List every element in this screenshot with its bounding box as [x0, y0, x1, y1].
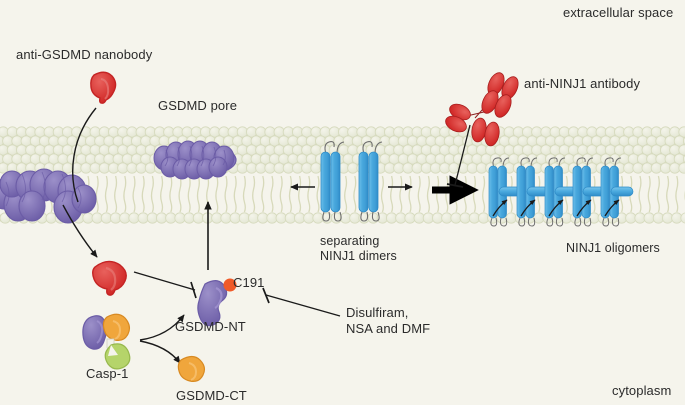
ninj1-oligomer-group — [488, 157, 634, 227]
ninj1-oligomer-unit — [600, 157, 634, 227]
drugs-label-line1: Disulfiram, — [346, 305, 409, 320]
anti-gsdmd-nanobody-top — [90, 71, 117, 104]
lipid-bilayer — [0, 126, 685, 224]
anti-ninj1-antibody-label: anti-NINJ1 antibody — [524, 76, 641, 91]
ninj1-oligomer-unit — [544, 157, 578, 227]
c191-label: C191 — [233, 275, 265, 290]
antibody-inhibition-line — [446, 124, 471, 188]
casp1-complex — [82, 313, 131, 370]
gsdmd-nt-label: GSDMD-NT — [175, 319, 246, 334]
arrow-gsdmd-to-cytosol — [62, 204, 98, 258]
gsdmd-ct-label: GSDMD-CT — [176, 388, 247, 403]
c191-residue-dot — [223, 278, 237, 292]
ninj1-oligomer-unit — [488, 157, 522, 227]
arrow-casp1-to-nt — [139, 314, 185, 341]
ninj1-dimer-left — [320, 141, 345, 222]
separating-ninj1-dimers-line2: NINJ1 dimers — [320, 249, 397, 263]
anti-ninj1-antibody — [445, 72, 519, 147]
separating-ninj1-dimers-line1: separating — [320, 234, 380, 248]
drug-inhibition-line — [262, 287, 341, 317]
membrane-upper-leaflet — [0, 126, 685, 174]
gsdmd-membrane-complex — [0, 168, 97, 224]
ninj1-oligomer-unit — [572, 157, 606, 227]
cytoplasm-label: cytoplasm — [612, 383, 672, 398]
ninj1-dimer-right — [358, 141, 383, 222]
membrane-lower-leaflet — [0, 212, 685, 224]
gsdmd-ct-protein — [177, 355, 206, 382]
anti-gsdmd-nanobody-label: anti-GSDMD nanobody — [16, 47, 153, 62]
arrow-casp1-to-ct — [139, 340, 181, 364]
extracellular-space-label: extracellular space — [563, 5, 674, 20]
nanobody-inhibition-gsdmd-nt — [133, 271, 197, 299]
drugs-label-line2: NSA and DMF — [346, 321, 431, 336]
casp1-label: Casp-1 — [86, 366, 129, 381]
ninj1-oligomers-label: NINJ1 oligomers — [566, 241, 660, 255]
anti-gsdmd-nanobody-cytosol — [92, 260, 127, 296]
gsdmd-pore — [153, 140, 237, 180]
nanobody-to-membrane-line — [71, 107, 97, 203]
ninj1-oligomer-unit — [516, 157, 550, 227]
gsdmd-pore-label: GSDMD pore — [158, 98, 238, 113]
